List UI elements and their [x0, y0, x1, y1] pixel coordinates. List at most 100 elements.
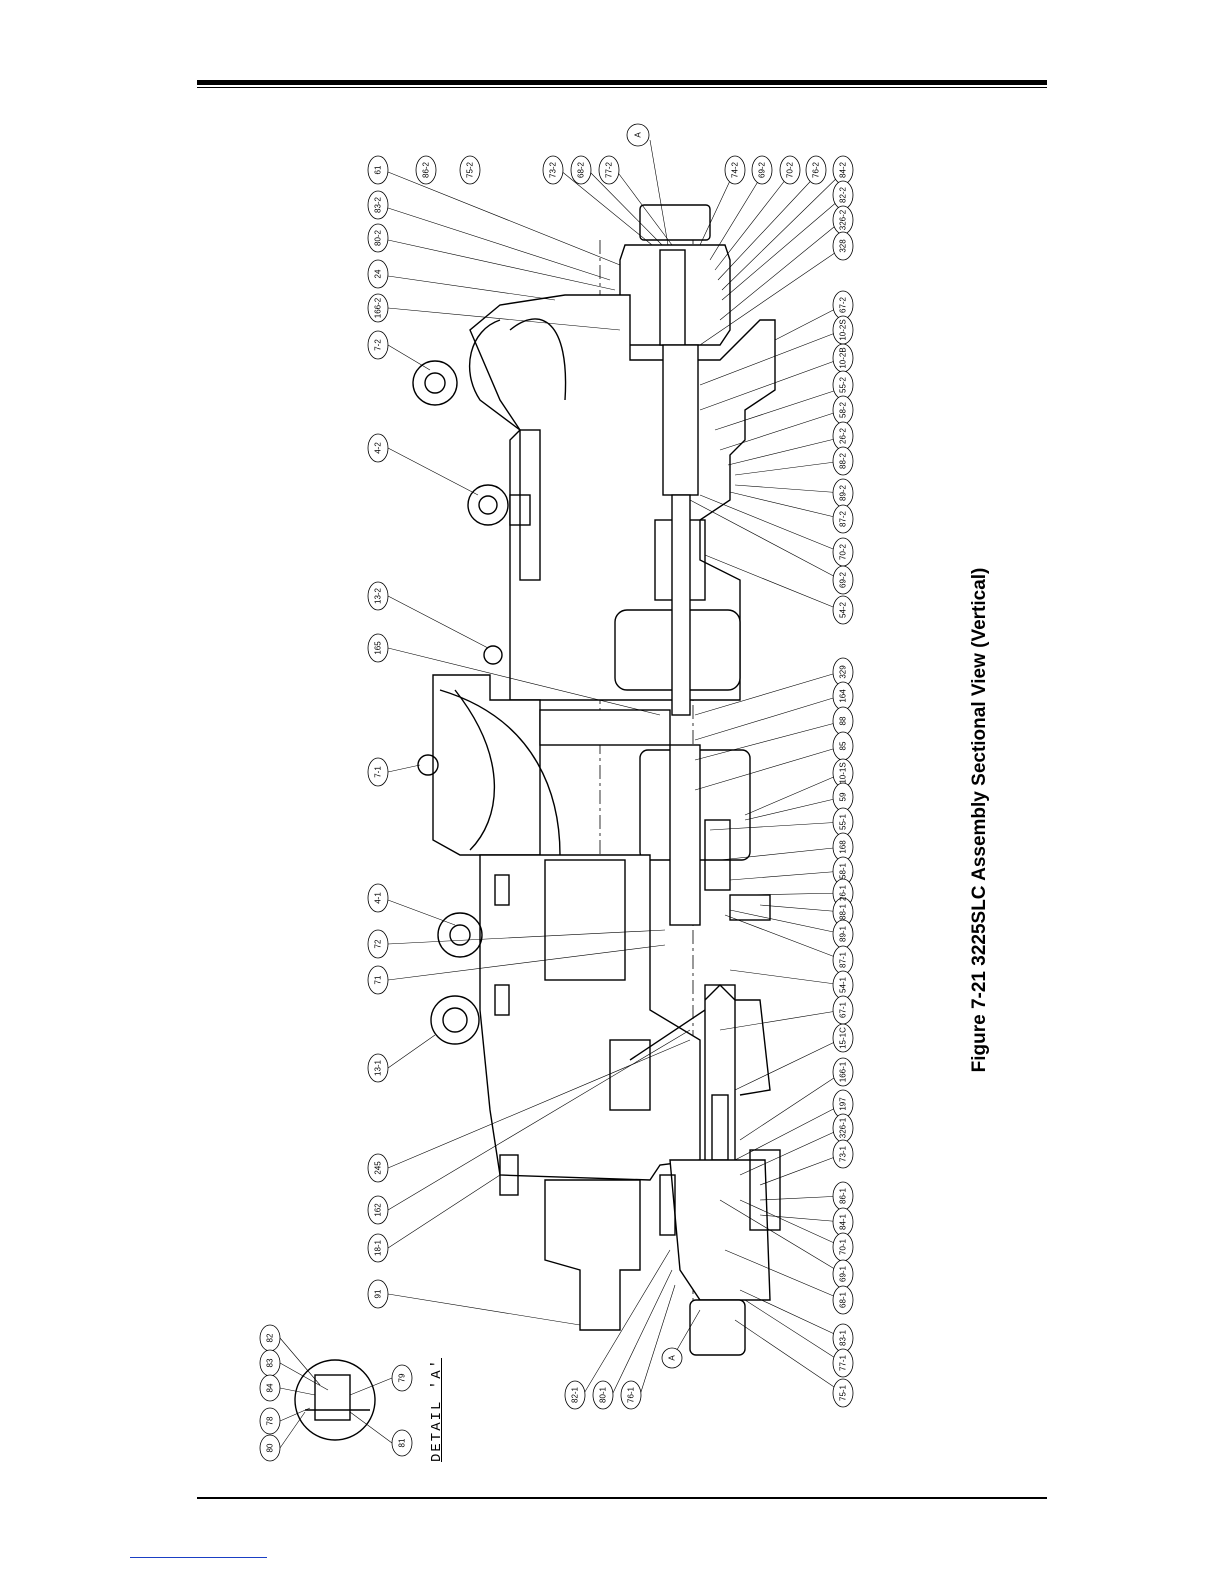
callout-4-1 — [367, 883, 389, 913]
callout-label-bottom-38: 77-1 — [838, 1354, 848, 1372]
callout-13-1 — [367, 1053, 389, 1083]
callout-label-top-27: 245 — [373, 1161, 383, 1175]
callout-4-2 — [367, 433, 389, 463]
detail-callout-label-5: 79 — [397, 1373, 407, 1383]
callout-76-1 — [620, 1380, 642, 1410]
footnote-rule — [130, 1557, 267, 1558]
callout-label-bottom-3: 55-2 — [838, 376, 848, 394]
callout-label-bottom-12: 329 — [838, 665, 848, 679]
callout-label-bottom-2: 10-2B — [838, 347, 848, 369]
callout-162 — [367, 1195, 389, 1225]
header-rule-thin — [197, 87, 1047, 88]
callout-label-top-21: 165 — [373, 641, 383, 655]
callout-74-2 — [724, 155, 746, 185]
callout-label-bottom-16: 10-1S — [838, 762, 848, 784]
callout-label-bottom-33: 84-1 — [838, 1213, 848, 1231]
callout-83-2 — [367, 190, 389, 220]
callout-label-top-25: 71 — [373, 975, 383, 985]
callout-label-top-33: 76-1 — [626, 1386, 636, 1404]
callout-label-bottom-14: 88 — [838, 716, 848, 726]
callout-label-bottom-8: 87-2 — [838, 510, 848, 528]
callout-label-top-14: 83-2 — [373, 196, 383, 214]
callout-13-2 — [367, 581, 389, 611]
callout-label-bottom-24: 87-1 — [838, 951, 848, 969]
callout-label-bottom-4: 58-2 — [838, 401, 848, 419]
callout-73-2 — [542, 155, 564, 185]
callout-label-bottom-0: 67-2 — [838, 296, 848, 314]
callout-label-top-4: 68-2 — [576, 161, 586, 179]
callout-label-bottom-35: 69-1 — [838, 1265, 848, 1283]
callout-86-2 — [415, 155, 437, 185]
callout-label-top-11: 82-2 — [838, 186, 848, 204]
callout-a-markers — [626, 123, 683, 1369]
detail-callout-label-2: 84 — [265, 1383, 275, 1393]
callout-label-bottom-19: 168 — [838, 840, 848, 854]
callout-69-2 — [751, 155, 773, 185]
callout-label-top-18: 7-2 — [373, 339, 383, 351]
callout-91 — [367, 1279, 389, 1309]
callout-label-bottom-13: 164 — [838, 689, 848, 703]
callout-label-top-28: 162 — [373, 1203, 383, 1217]
callout-7-2 — [367, 330, 389, 360]
callout-label-bottom-9: 70-2 — [838, 543, 848, 561]
callout-label-bottom-36: 68-1 — [838, 1291, 848, 1309]
callouts-top — [367, 155, 854, 1410]
callout-76-2 — [805, 155, 827, 185]
callout-label-top-32: 80-1 — [598, 1386, 608, 1404]
callout-label-top-8: 70-2 — [785, 161, 795, 179]
callout-80-2 — [367, 223, 389, 253]
callout-label-top-2: 75-2 — [465, 161, 475, 179]
callout-label-bottom-6: 88-2 — [838, 452, 848, 470]
callout-label-bottom-5: 26-2 — [838, 427, 848, 445]
callout-label-top-5: 77-2 — [604, 161, 614, 179]
callout-label-top-13: 328 — [838, 239, 848, 253]
callout-label-bottom-29: 197 — [838, 1097, 848, 1111]
callouts-bottom — [832, 290, 854, 1408]
leader-lines — [387, 139, 846, 1396]
callout-label-bottom-37: 83-1 — [838, 1329, 848, 1347]
callout-label-bottom-1: 10-2S — [838, 319, 848, 341]
callout-label-bottom-15: 85 — [838, 741, 848, 751]
detail-callout-label-6: 81 — [397, 1438, 407, 1448]
figure-caption: Figure 7-21 3225SLC Assembly Sectional V… — [969, 567, 990, 1073]
callout-245 — [367, 1153, 389, 1183]
callout-label-bottom-32: 86-1 — [838, 1187, 848, 1205]
callout-label-bottom-27: 15-1C — [838, 1027, 848, 1049]
callout-165 — [367, 633, 389, 663]
callout-80-1 — [592, 1380, 614, 1410]
callout-label-bottom-25: 54-1 — [838, 976, 848, 994]
callout-label-top-24: 72 — [373, 939, 383, 949]
callout-label-a-top: A — [633, 132, 643, 138]
detail-callout-label-1: 83 — [265, 1358, 275, 1368]
callout-label-bottom-28: 166-1 — [838, 1061, 848, 1083]
detail-callout-label-3: 78 — [265, 1416, 275, 1426]
callout-82-1 — [564, 1380, 586, 1410]
footer-rule — [197, 1497, 1047, 1499]
callout-label-top-26: 13-1 — [373, 1059, 383, 1077]
callout-label-top-17: 166-2 — [373, 297, 383, 319]
callout-label-a-bottom: A — [667, 1355, 677, 1361]
callout-label-bottom-34: 70-1 — [838, 1238, 848, 1256]
callout-label-top-1: 86-2 — [421, 161, 431, 179]
callout-label-top-20: 13-2 — [373, 587, 383, 605]
callout-label-top-0: 61 — [373, 165, 383, 175]
callout-label-bottom-39: 75-1 — [838, 1384, 848, 1402]
callout-68-2 — [570, 155, 592, 185]
header-rule — [197, 80, 1047, 85]
callout-label-bottom-7: 89-2 — [838, 484, 848, 502]
detail-a-callouts — [259, 1324, 413, 1462]
callout-label-top-19: 4-2 — [373, 442, 383, 454]
callout-label-bottom-10: 69-2 — [838, 571, 848, 589]
callout-label-top-12: 326-2 — [838, 209, 848, 231]
callout-166-2 — [367, 293, 389, 323]
callout-label-bottom-20: 58-1 — [838, 862, 848, 880]
callout-77-2 — [598, 155, 620, 185]
callout-label-bottom-18: 55-1 — [838, 813, 848, 831]
callout-label-top-15: 80-2 — [373, 229, 383, 247]
callout-75-2 — [459, 155, 481, 185]
detail-callout-label-0: 82 — [265, 1333, 275, 1343]
callout-label-top-16: 24 — [373, 269, 383, 279]
callout-label-bottom-22: 88-1 — [838, 903, 848, 921]
callout-label-top-31: 82-1 — [570, 1386, 580, 1404]
